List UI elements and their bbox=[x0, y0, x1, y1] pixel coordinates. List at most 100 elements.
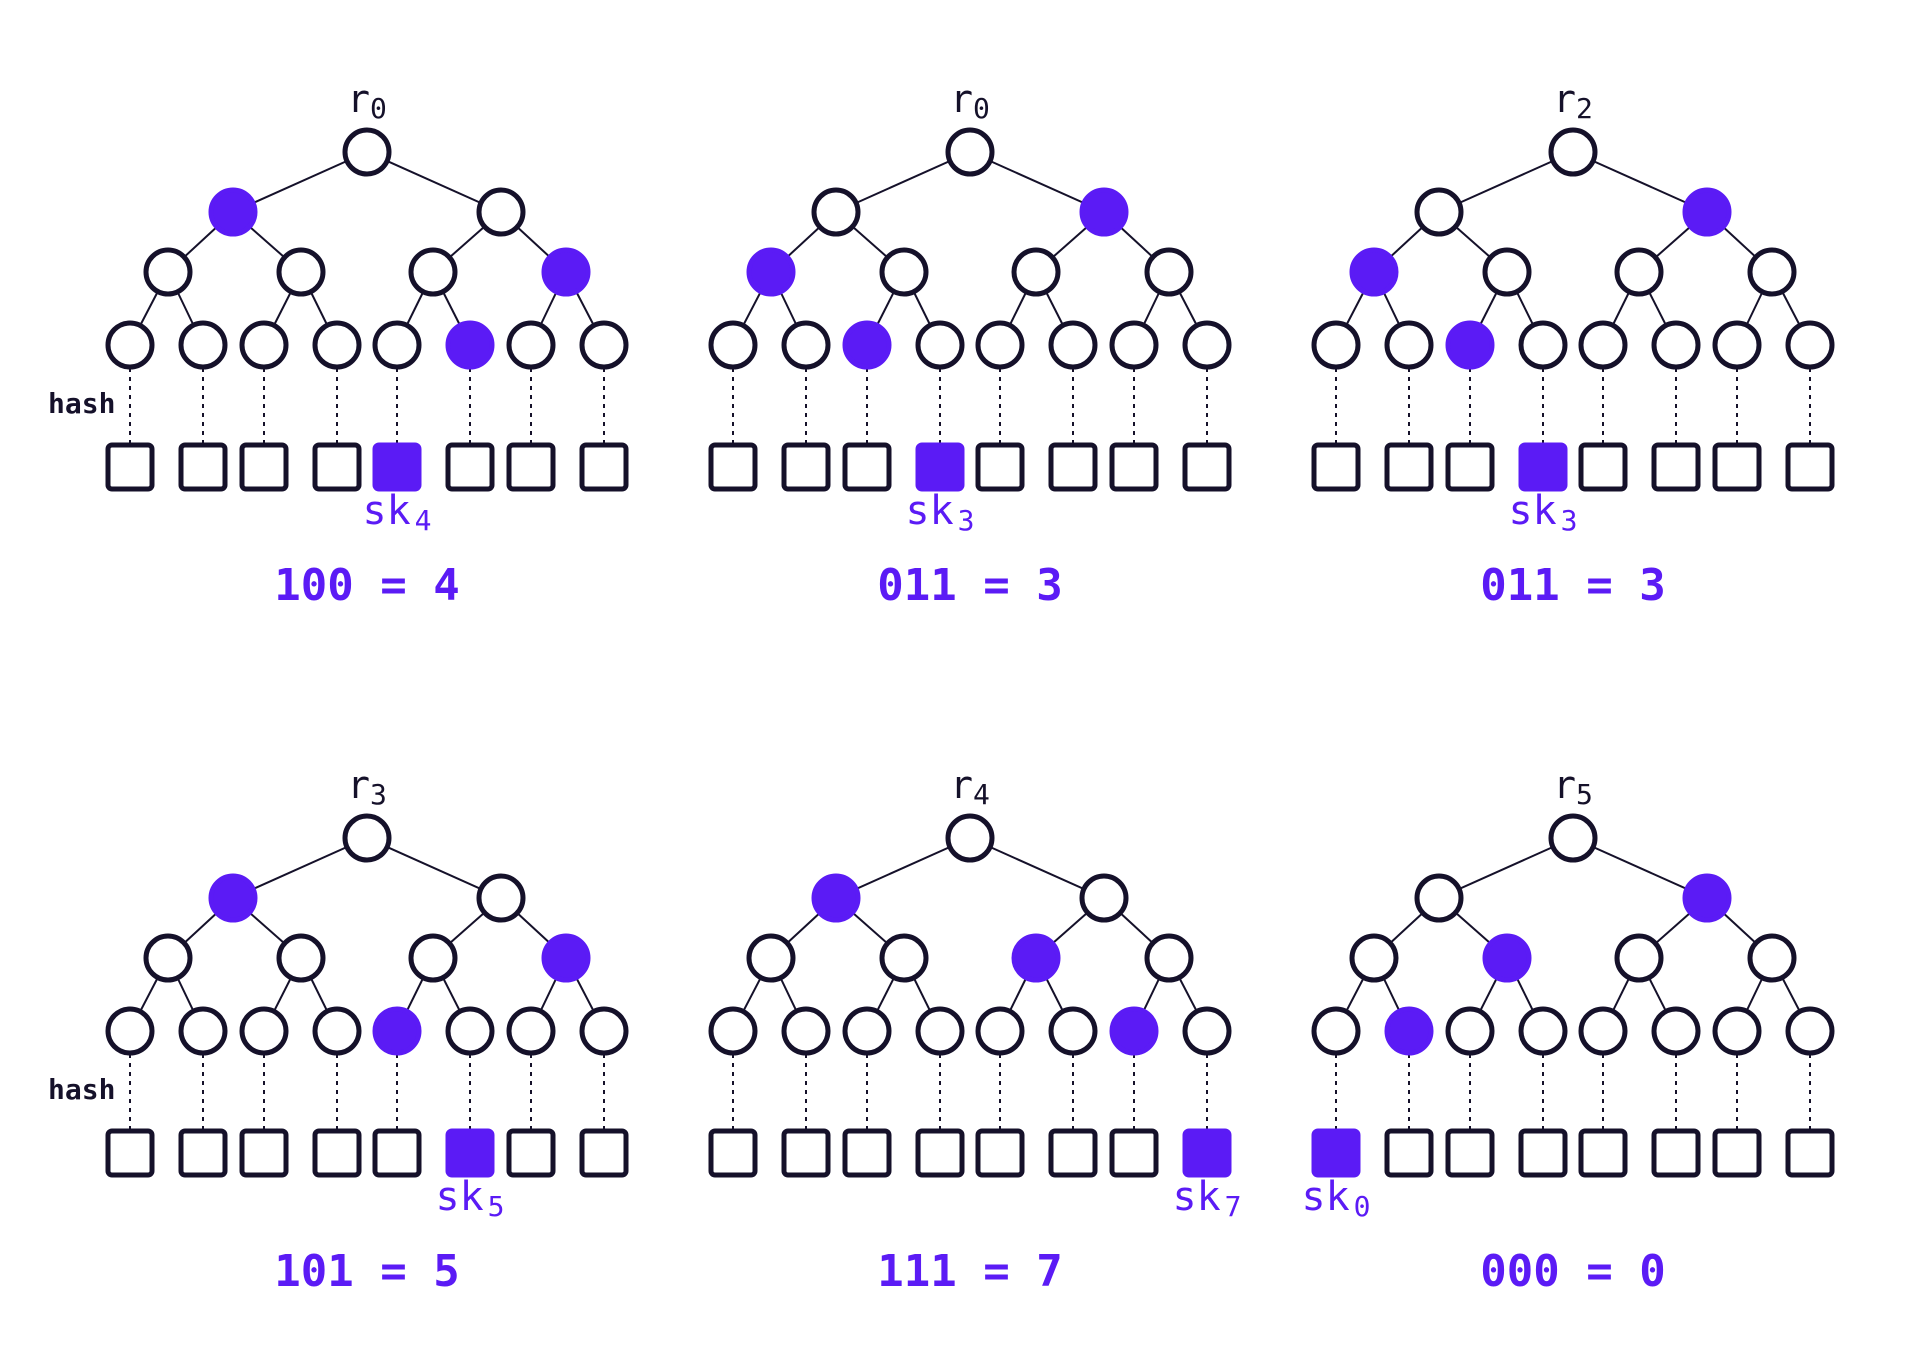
root-label: r5 bbox=[1553, 763, 1593, 811]
selected-secret-key-box bbox=[372, 442, 422, 492]
tree-node-l3-5 bbox=[1651, 320, 1701, 370]
tree-node-l3-0 bbox=[708, 320, 758, 370]
tree-node-l3-3 bbox=[915, 1006, 965, 1056]
secret-key-box-5 bbox=[1048, 1128, 1098, 1178]
tree-node-l1-1 bbox=[1682, 873, 1732, 923]
secret-key-box-1 bbox=[1384, 1128, 1434, 1178]
secret-key-box-0 bbox=[1311, 442, 1361, 492]
secret-key-box-2 bbox=[842, 1128, 892, 1178]
index-formula: 000 = 0 bbox=[1480, 1246, 1665, 1297]
tree-node-l1-0 bbox=[208, 187, 258, 237]
tree-node-l3-4 bbox=[372, 1006, 422, 1056]
index-formula: 011 = 3 bbox=[877, 560, 1062, 611]
tree-node-l3-5 bbox=[1651, 1006, 1701, 1056]
root-label-subscript: 0 bbox=[370, 92, 387, 125]
root-label-subscript: 2 bbox=[1576, 92, 1593, 125]
tree-node-l2-3 bbox=[1144, 933, 1194, 983]
secret-key-box-7 bbox=[1785, 442, 1835, 492]
secret-key-label-main: sk bbox=[1172, 1174, 1220, 1220]
tree-node-l1-1 bbox=[476, 873, 526, 923]
secret-key-label-subscript: 3 bbox=[1561, 504, 1578, 537]
tree-node-l3-2 bbox=[239, 1006, 289, 1056]
secret-key-box-0 bbox=[105, 442, 155, 492]
tree-node-l2-2 bbox=[1011, 933, 1061, 983]
secret-key-box-7 bbox=[579, 1128, 629, 1178]
tree-edges bbox=[732, 151, 1208, 444]
tree-node-l3-4 bbox=[372, 320, 422, 370]
index-formula: 111 = 7 bbox=[877, 1246, 1062, 1297]
root-label: r3 bbox=[347, 763, 387, 811]
secret-key-box-7 bbox=[1182, 442, 1232, 492]
tree-node-l2-1 bbox=[879, 933, 929, 983]
root-node bbox=[1548, 813, 1598, 863]
secret-key-box-5 bbox=[1651, 442, 1701, 492]
root-node bbox=[342, 127, 392, 177]
tree-node-l3-5 bbox=[1048, 320, 1098, 370]
tree-node-l3-1 bbox=[781, 1006, 831, 1056]
tree-node-l2-2 bbox=[1614, 933, 1664, 983]
tree-node-l2-2 bbox=[408, 247, 458, 297]
root-label-subscript: 3 bbox=[370, 778, 387, 811]
tree-node-l1-0 bbox=[1414, 187, 1464, 237]
tree-node-l3-3 bbox=[1518, 1006, 1568, 1056]
selected-secret-key-box bbox=[445, 1128, 495, 1178]
secret-key-box-5 bbox=[1651, 1128, 1701, 1178]
root-label-main: r bbox=[1553, 77, 1576, 121]
secret-key-label-subscript: 3 bbox=[958, 504, 975, 537]
tree-node-l2-3 bbox=[1747, 247, 1797, 297]
secret-key-box-3 bbox=[915, 1128, 965, 1178]
tree-node-l3-7 bbox=[1182, 1006, 1232, 1056]
secret-key-box-6 bbox=[1109, 1128, 1159, 1178]
index-formula: 100 = 4 bbox=[274, 560, 459, 611]
tree-node-l3-3 bbox=[312, 1006, 362, 1056]
selected-secret-key-box bbox=[1518, 442, 1568, 492]
tree-node-l2-2 bbox=[1011, 247, 1061, 297]
secret-key-label-subscript: 5 bbox=[488, 1190, 505, 1223]
tree-node-l2-1 bbox=[276, 247, 326, 297]
tree-node-l3-1 bbox=[781, 320, 831, 370]
tree-node-l2-3 bbox=[541, 933, 591, 983]
secret-key-box-0 bbox=[105, 1128, 155, 1178]
tree-node-l2-1 bbox=[879, 247, 929, 297]
tree-edges bbox=[732, 837, 1208, 1130]
secret-key-box-3 bbox=[312, 1128, 362, 1178]
tree-node-l3-2 bbox=[842, 1006, 892, 1056]
tree-node-l3-1 bbox=[178, 1006, 228, 1056]
secret-key-box-4 bbox=[372, 1128, 422, 1178]
tree-node-l2-2 bbox=[408, 933, 458, 983]
root-label-main: r bbox=[1553, 763, 1576, 807]
root-label-main: r bbox=[950, 77, 973, 121]
tree-node-l2-0 bbox=[1349, 933, 1399, 983]
tree-node-l2-0 bbox=[746, 933, 796, 983]
secret-key-box-2 bbox=[239, 1128, 289, 1178]
tree-node-l1-1 bbox=[1682, 187, 1732, 237]
secret-key-box-2 bbox=[239, 442, 289, 492]
tree-node-l2-0 bbox=[746, 247, 796, 297]
secret-key-box-1 bbox=[178, 442, 228, 492]
tree-node-l3-0 bbox=[105, 1006, 155, 1056]
secret-key-label-main: sk bbox=[1508, 488, 1556, 534]
tree-node-l3-3 bbox=[915, 320, 965, 370]
root-label-main: r bbox=[950, 763, 973, 807]
tree-node-l3-6 bbox=[506, 320, 556, 370]
root-label-main: r bbox=[347, 763, 370, 807]
tree-edges bbox=[129, 837, 605, 1130]
secret-key-box-6 bbox=[1712, 442, 1762, 492]
tree-edges bbox=[129, 151, 605, 444]
secret-key-box-4 bbox=[1578, 442, 1628, 492]
tree-node-l3-6 bbox=[1712, 1006, 1762, 1056]
tree-edges bbox=[1335, 837, 1811, 1130]
tree-node-l3-1 bbox=[1384, 320, 1434, 370]
secret-key-box-0 bbox=[708, 1128, 758, 1178]
tree-node-l1-1 bbox=[1079, 187, 1129, 237]
secret-key-box-4 bbox=[975, 1128, 1025, 1178]
secret-key-box-5 bbox=[1048, 442, 1098, 492]
tree-node-l3-6 bbox=[506, 1006, 556, 1056]
root-label-subscript: 0 bbox=[973, 92, 990, 125]
tree-edges bbox=[1335, 151, 1811, 444]
